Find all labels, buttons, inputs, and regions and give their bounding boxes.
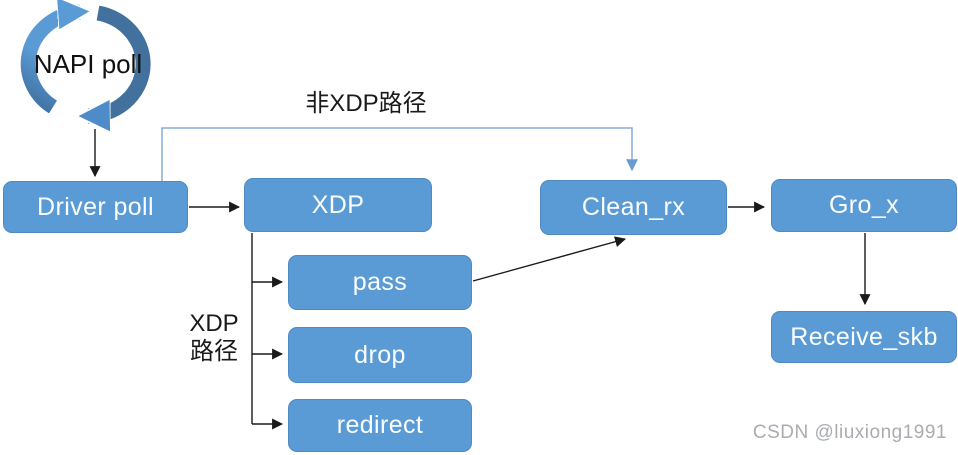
edge-driver-to-clean-non-xdp: [161, 127, 638, 181]
cycle-arrow-down-right: [88, 5, 151, 116]
node-driver-poll: Driver poll: [3, 181, 188, 233]
label-non-xdp-path: 非XDP路径: [305, 90, 427, 117]
node-pass: pass: [288, 255, 472, 310]
node-redirect: redirect: [288, 399, 472, 452]
edge-pass-to-clean: [472, 236, 627, 282]
node-receive-skb: Receive_skb: [771, 311, 957, 363]
node-gro-x: Gro_x: [771, 179, 957, 232]
node-clean-rx: Clean_rx: [540, 180, 727, 235]
watermark-text: CSDN @liuxiong1991: [752, 422, 947, 443]
label-xdp-path-line1: XDP: [189, 310, 239, 337]
cycle-arrow-up-left: [20, 12, 80, 114]
napi-cycle-icon: [20, 5, 151, 116]
node-xdp: XDP: [244, 178, 432, 232]
napi-poll-label: NAPI poll: [33, 49, 143, 79]
label-xdp-path: XDP 路径: [184, 310, 244, 366]
node-drop: drop: [288, 327, 472, 383]
label-xdp-path-line2: 路径: [190, 338, 238, 365]
